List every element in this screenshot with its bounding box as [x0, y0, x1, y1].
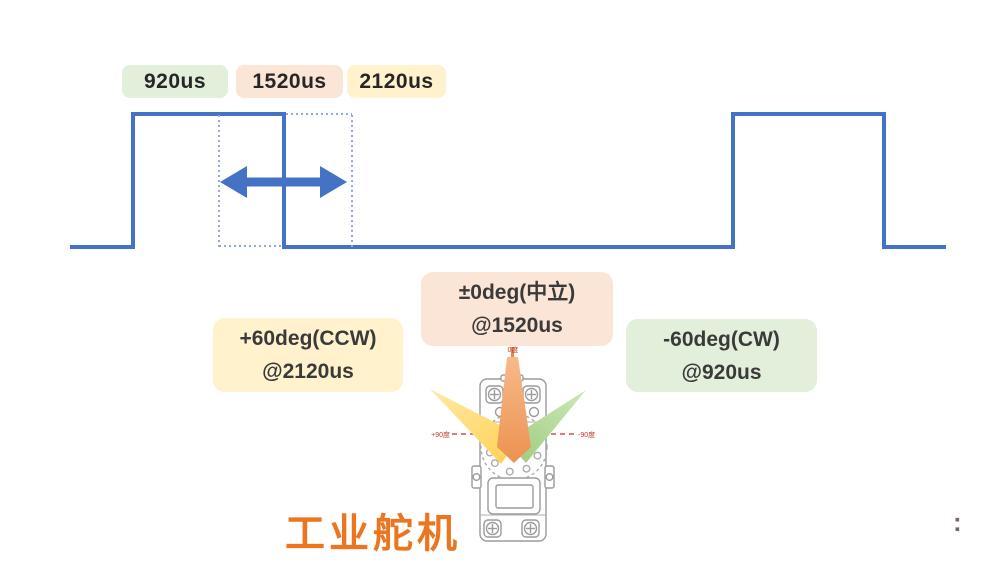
servo-caption: 工业舵机	[285, 511, 461, 557]
angle-label-cw-line2: @920us	[681, 360, 762, 384]
servo-gear-circle	[480, 413, 548, 481]
axis-left-mark: +90度	[431, 430, 450, 439]
angle-label-neutral-line2: @1520us	[471, 314, 563, 337]
servo-screw-bottom-right-icon	[521, 519, 540, 538]
servo-screw-top-right-icon	[522, 385, 541, 404]
axis-right-mark: -90度	[578, 430, 595, 439]
angle-label-neutral: ±0deg(中立) @1520us	[421, 272, 613, 346]
servo-hex-screw-right	[528, 406, 540, 418]
angle-label-cw: -60deg(CW) @920us	[626, 319, 817, 392]
servo-side-tab-left	[471, 465, 482, 489]
angle-label-ccw: +60deg(CCW) @2120us	[213, 318, 403, 392]
pulse-width-range-arrow-icon	[220, 166, 347, 198]
waveform-line	[70, 112, 946, 249]
angle-label-cw-line1: -60deg(CW)	[663, 327, 780, 351]
servo-label-window	[495, 484, 534, 509]
pwm-waveform	[70, 112, 946, 249]
pulse-width-chip-920us: 920us	[122, 65, 228, 98]
neutral-mark: 0度	[508, 345, 519, 354]
pulse-width-chip-2120us: 2120us	[347, 65, 446, 98]
angle-label-neutral-line1: ±0deg(中立)	[458, 281, 576, 304]
pulse-width-chip-1520us: 1520us	[236, 65, 343, 98]
neutral-pointer-icon	[497, 357, 531, 463]
servo-pointers: 0度	[430, 345, 586, 464]
angle-label-ccw-line1: +60deg(CCW)	[239, 327, 377, 350]
servo-side-tab-right	[544, 465, 555, 489]
angle-label-ccw-line2: @2120us	[262, 360, 354, 383]
corner-colon-mark: :	[953, 507, 962, 537]
servo-screw-bottom-left-icon	[483, 519, 502, 538]
